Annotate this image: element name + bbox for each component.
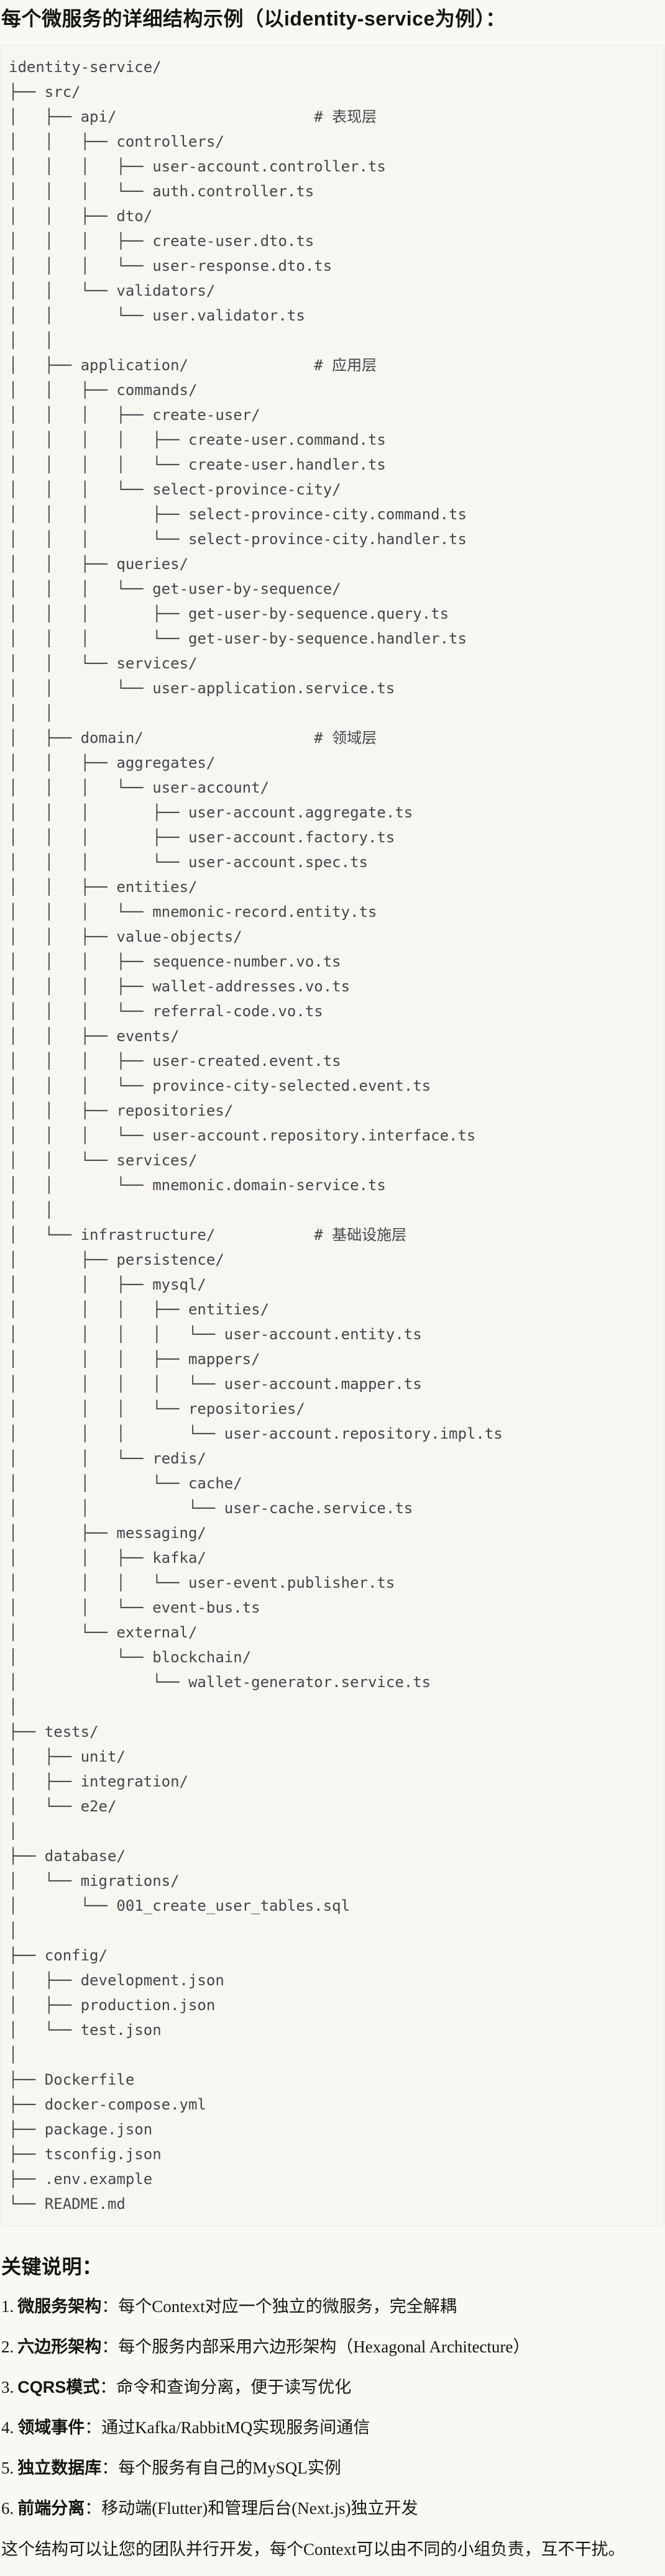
- note-term: CQRS模式: [17, 2377, 100, 2396]
- note-term: 独立数据库: [17, 2458, 102, 2477]
- note-term: 前端分离: [17, 2499, 85, 2518]
- note-number: 1.: [1, 2296, 14, 2316]
- note-term: 六边形架构: [17, 2337, 102, 2356]
- note-text: ：每个Context对应一个独立的微服务，完全解耦: [101, 2296, 457, 2316]
- note-number: 2.: [1, 2337, 14, 2356]
- note-text: ：命令和查询分离，便于读写优化: [99, 2377, 352, 2396]
- note-number: 4.: [1, 2418, 14, 2437]
- note-item-database: 5.独立数据库：每个服务有自己的MySQL实例: [1, 2457, 664, 2479]
- note-item-microservices: 1.微服务架构：每个Context对应一个独立的微服务，完全解耦: [1, 2296, 664, 2318]
- note-term: 微服务架构: [17, 2296, 102, 2316]
- note-text: ：移动端(Flutter)和管理后台(Next.js)独立开发: [85, 2499, 418, 2518]
- note-term: 领域事件: [17, 2418, 85, 2437]
- notes-heading: 关键说明：: [1, 2255, 103, 2278]
- closing-paragraph: 这个结构可以让您的团队并行开发，每个Context可以由不同的小组负责，互不干扰…: [1, 2540, 625, 2559]
- page-title: 每个微服务的详细结构示例（以identity-service为例）：: [1, 7, 506, 30]
- note-number: 3.: [1, 2377, 14, 2396]
- note-item-hexagonal: 2.六边形架构：每个服务内部采用六边形架构（Hexagonal Architec…: [1, 2336, 664, 2358]
- note-text: ：每个服务内部采用六边形架构（Hexagonal Architecture）: [101, 2337, 530, 2356]
- note-item-frontend: 6.前端分离：移动端(Flutter)和管理后台(Next.js)独立开发: [1, 2498, 664, 2519]
- note-text: ：通过Kafka/RabbitMQ实现服务间通信: [85, 2418, 370, 2437]
- note-number: 5.: [1, 2458, 14, 2477]
- file-tree: identity-service/ ├── src/ │ ├── api/ # …: [9, 58, 503, 2213]
- notes-list: 1.微服务架构：每个Context对应一个独立的微服务，完全解耦 2.六边形架构…: [0, 2296, 665, 2520]
- note-number: 6.: [1, 2499, 14, 2518]
- note-item-domain-events: 4.领域事件：通过Kafka/RabbitMQ实现服务间通信: [1, 2417, 664, 2439]
- note-item-cqrs: 3.CQRS模式：命令和查询分离，便于读写优化: [1, 2377, 664, 2398]
- note-text: ：每个服务有自己的MySQL实例: [101, 2458, 341, 2477]
- file-tree-code-block: identity-service/ ├── src/ │ ├── api/ # …: [1, 44, 664, 2226]
